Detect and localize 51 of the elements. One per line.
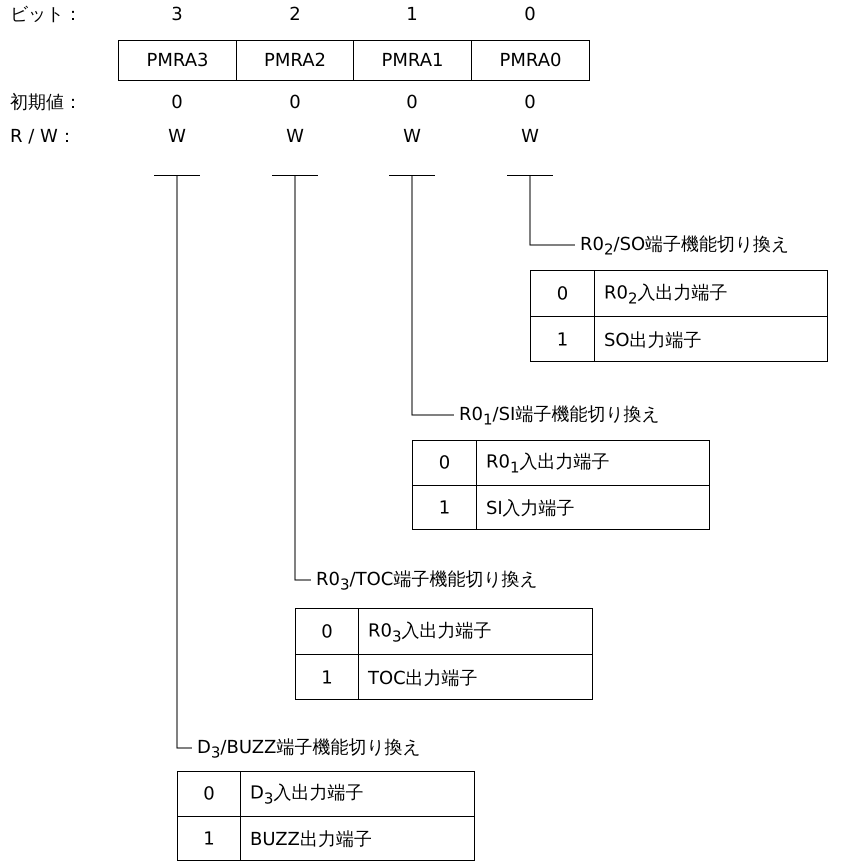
- setting-description: R0$_{3}$入出力端子: [368, 619, 492, 645]
- leader-line: [530, 176, 576, 246]
- bit-bracket-line: [154, 175, 200, 176]
- setting-table: [412, 440, 710, 530]
- row-heading: 初期値：: [10, 92, 82, 114]
- bit-bracket-line: [507, 175, 553, 176]
- bit-value: 0: [524, 4, 536, 26]
- bit-value: 1: [202, 828, 216, 850]
- bit-value: 0: [202, 784, 216, 804]
- setting-table: [295, 608, 593, 700]
- bit-value: 0: [320, 621, 334, 642]
- setting-description: SO出力端子: [604, 328, 702, 352]
- function-heading: R0$_{2}$/SO端子機能切り換え: [580, 234, 790, 261]
- bit-value: 0: [406, 92, 418, 114]
- function-heading: R0$_{3}$/TOC端子機能切り換え: [316, 569, 538, 596]
- bit-value: W: [168, 126, 186, 148]
- row-heading: R / W：: [10, 126, 76, 148]
- bit-bracket-line: [389, 175, 435, 176]
- bit-value: 2: [289, 4, 301, 26]
- bit-value: 1: [556, 329, 570, 350]
- bit-value: 0: [438, 452, 452, 474]
- bit-value: 0: [289, 92, 301, 114]
- setting-description: BUZZ出力端子: [250, 828, 372, 851]
- setting-description: R0$_{1}$入出力端子: [486, 450, 610, 476]
- register-bit-field: PMRA3: [118, 40, 237, 81]
- bit-bracket-line: [272, 175, 318, 176]
- setting-table: [530, 270, 828, 362]
- row-heading: ビット：: [10, 4, 82, 26]
- leader-line: [412, 176, 454, 416]
- setting-description: SI入力端子: [486, 497, 575, 520]
- setting-description: TOC出力端子: [368, 666, 478, 690]
- bit-value: W: [286, 126, 304, 148]
- bit-value: 1: [438, 498, 452, 518]
- leader-line: [176, 176, 192, 748]
- bit-value: 0: [171, 92, 183, 114]
- bit-value: 1: [406, 4, 418, 26]
- leader-line: [294, 176, 312, 580]
- bit-value: 1: [320, 667, 334, 688]
- bit-value: 0: [524, 92, 536, 114]
- function-heading: D$_{3}$/BUZZ端子機能切り換え: [197, 737, 420, 764]
- setting-description: D$_{3}$入出力端子: [250, 782, 364, 808]
- bit-value: W: [403, 126, 421, 148]
- setting-table: [177, 771, 475, 861]
- setting-description: R0$_{2}$入出力端子: [604, 281, 728, 307]
- bit-value: 3: [171, 4, 183, 26]
- register-bit-field: PMRA0: [471, 40, 590, 81]
- register-bit-field: PMRA2: [236, 40, 354, 81]
- bit-value: 0: [556, 283, 570, 304]
- register-bit-field: PMRA1: [353, 40, 472, 81]
- bit-value: W: [521, 126, 539, 148]
- function-heading: R0$_{1}$/SI端子機能切り換え: [459, 404, 660, 431]
